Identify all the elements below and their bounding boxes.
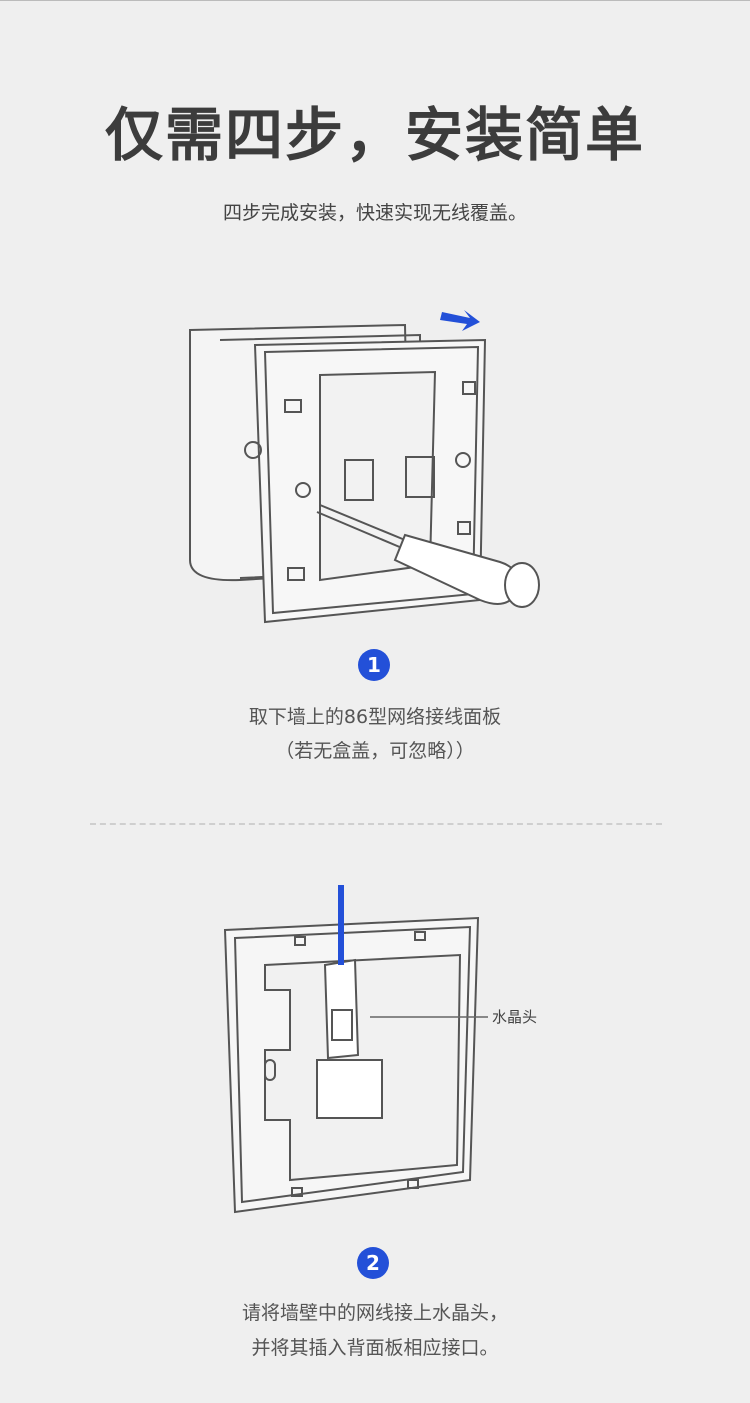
top-border (0, 0, 750, 1)
page-title: 仅需四步，安装简单 (104, 101, 645, 169)
step-2-caption-line1: 请将墙壁中的网线接上水晶头， (241, 1302, 508, 1324)
section-divider (90, 823, 662, 825)
rj45-connector-callout: 水晶头 (492, 1008, 538, 1026)
back-panel-illustration (223, 885, 488, 1214)
step-1-caption-line2: （若无盒盖，可忽略）） (275, 740, 475, 762)
step-2-caption-line2: 并将其插入背面板相应接口。 (251, 1337, 499, 1359)
page-subtitle: 四步完成安装，快速实现无线覆盖。 (222, 202, 527, 224)
step-1-badge: 1 (358, 649, 390, 681)
step-2-badge: 2 (357, 1247, 389, 1279)
step-1-caption-line1: 取下墙上的86型网络接线面板 (248, 706, 502, 728)
panel-removal-illustration (189, 310, 540, 624)
